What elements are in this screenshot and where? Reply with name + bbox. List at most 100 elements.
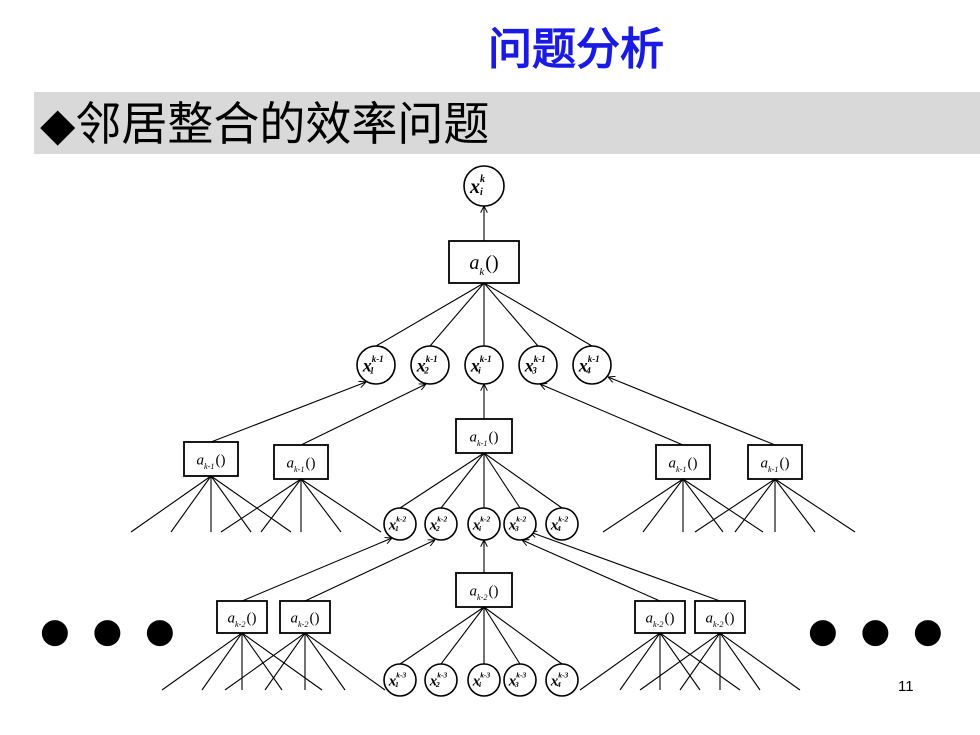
- edge-aggregator-k-1-left-inner-fan-4: [300, 478, 342, 533]
- edge-aggregator-k-2-left-outer-fan-5: [241, 632, 323, 691]
- svg-text:xk-23: xk-23: [508, 514, 527, 533]
- edge-aggregator-k-1-right-outer-fan-4: [774, 478, 816, 533]
- page-number: 11: [898, 678, 914, 695]
- edge-aggregator-k-2-left-outer-fan-1: [161, 632, 243, 691]
- edge-layer1-node-4: [483, 282, 539, 347]
- edge-layer1-node-1: [375, 282, 485, 347]
- svg-text:ak-2(): ak-2(): [469, 583, 498, 602]
- edge-aggregator-k-2-left-inner-fan-5: [304, 632, 386, 691]
- heading-bar: [34, 92, 980, 154]
- slide-title: 问题分析: [488, 24, 664, 75]
- svg-text:xk-21: xk-21: [388, 514, 407, 533]
- svg-text:ak-1(): ak-1(): [469, 429, 498, 448]
- aggregator-k-2-left-inner: ak-2(): [279, 600, 331, 634]
- aggregator-k-1-left-outer: ak-1(): [183, 441, 239, 477]
- edge-aggregator-k-2-right-outer-fan-4: [719, 632, 761, 691]
- edge-side3-right-inner-to-neighbour-3: [522, 540, 661, 602]
- svg-text:xk-24: xk-24: [550, 514, 569, 533]
- aggregator-k-1-right-inner: ak-1(): [655, 444, 711, 480]
- edge-side-left-outer-to-neighbour-1: [210, 382, 366, 443]
- svg-text:ak-1(): ak-1(): [286, 455, 315, 474]
- edge-aggregator-k-1-right-inner-fan-4: [682, 478, 724, 533]
- edge-aggregator-k-1-left-outer-fan-1: [130, 475, 212, 533]
- svg-text:xk-14: xk-14: [578, 354, 600, 376]
- edge-aggregator-k-2-right-outer-fan-5: [719, 632, 801, 691]
- edge-aggregator-k-2-right-inner-fan-2: [619, 632, 661, 691]
- edge-layer1-node-5: [483, 282, 593, 347]
- svg-text:xk-13: xk-13: [524, 354, 546, 376]
- svg-text:xk-2i: xk-2i: [472, 514, 491, 533]
- svg-text:xk-32: xk-32: [429, 670, 448, 689]
- edge-aggregator-k-1-right-inner-fan-5: [682, 478, 764, 533]
- ellipsis-right: ● ● ●: [808, 611, 949, 651]
- edge-aggregator-k-1-left-outer-fan-4: [210, 475, 252, 533]
- aggregator-k-2-center: ak-2(): [455, 572, 513, 608]
- edge-aggregator-k-2-left-inner-fan-4: [304, 632, 346, 691]
- svg-text:ak-1(): ak-1(): [760, 455, 789, 474]
- svg-text:xk-22: xk-22: [429, 514, 448, 533]
- aggregator-k-1-right-outer: ak-1(): [747, 444, 803, 480]
- edge-aggregator-k-2-right-outer-fan-2: [679, 632, 721, 691]
- edge-aggregator-k-1-right-inner-fan-1: [602, 478, 684, 533]
- aggregator-k-2-right-inner: ak-2(): [634, 600, 686, 634]
- edge-side3-left-inner-to-neighbour-2: [304, 540, 435, 602]
- edge-aggregator-k-1-right-outer-fan-5: [774, 478, 856, 533]
- aggregator-k-1-left-inner: ak-1(): [273, 444, 329, 480]
- edge-layer2-node-2: [440, 452, 485, 509]
- svg-text:xk-34: xk-34: [550, 670, 569, 689]
- edge-aggregator-k-1-left-inner-fan-5: [300, 478, 382, 533]
- edge-layer3-node-2: [440, 606, 485, 665]
- edge-aggregator-k-2-left-inner-fan-1: [224, 632, 306, 691]
- edge-layer3-node-1: [399, 606, 485, 665]
- edge-layer3-node-4: [483, 606, 521, 665]
- edge-layer2-node-1: [399, 452, 485, 509]
- svg-text:ak(): ak(): [469, 252, 498, 278]
- svg-text:xk-11: xk-11: [362, 354, 384, 376]
- edge-aggregator-k-2-right-outer-fan-1: [639, 632, 721, 691]
- edge-aggregator-k-1-right-inner-fan-2: [642, 478, 684, 533]
- edge-aggregator-k-1-right-outer-fan-1: [694, 478, 776, 533]
- svg-text:xk-3i: xk-3i: [472, 670, 491, 689]
- edge-layer1-node-2: [429, 282, 485, 347]
- aggregator-k-2-left-outer: ak-2(): [216, 600, 268, 634]
- edge-aggregator-k-1-left-inner-fan-1: [220, 478, 302, 533]
- edge-side3-right-outer-to-neighbour-4: [530, 532, 721, 602]
- edge-aggregator-k-1-left-outer-fan-5: [210, 475, 292, 533]
- edge-side3-left-outer-to-neighbour-1: [241, 538, 392, 602]
- edge-side-right-outer-to-neighbour-4: [608, 377, 776, 446]
- edge-aggregator-k-1-right-outer-fan-2: [734, 478, 776, 533]
- edge-side-left-inner-to-neighbour-2: [300, 384, 426, 446]
- aggregator-k: ak(): [448, 240, 520, 284]
- svg-text:ak-2(): ak-2(): [227, 610, 256, 629]
- svg-text:xki: xki: [469, 174, 485, 198]
- svg-text:ak-1(): ak-1(): [668, 455, 697, 474]
- edge-aggregator-k-1-left-outer-fan-2: [170, 475, 212, 533]
- svg-text:ak-1(): ak-1(): [196, 452, 225, 471]
- edge-aggregator-k-2-left-outer-fan-4: [241, 632, 283, 691]
- edge-aggregator-k-2-right-inner-fan-1: [579, 632, 661, 691]
- section-heading: ◆邻居整合的效率问题: [40, 97, 490, 151]
- aggregator-k-1-center: ak-1(): [455, 418, 513, 454]
- svg-text:xk-1i: xk-1i: [470, 354, 492, 376]
- edge-layer2-node-5: [483, 452, 563, 509]
- edge-aggregator-k-1-left-inner-fan-2: [260, 478, 302, 533]
- edge-aggregator-k-2-left-inner-fan-2: [264, 632, 306, 691]
- edge-layer3-node-5: [483, 606, 563, 665]
- svg-text:ak-2(): ak-2(): [290, 610, 319, 629]
